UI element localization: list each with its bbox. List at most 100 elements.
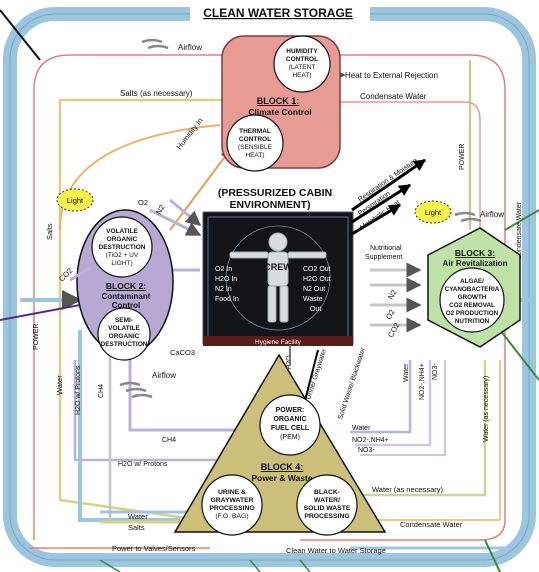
humidity-in-label: Humidity In xyxy=(174,116,204,151)
hygiene-facility-label: Hygiene Facility xyxy=(255,339,302,346)
svg-text:Light: Light xyxy=(67,196,84,205)
airflow-label-top: Airflow xyxy=(178,43,202,52)
svg-text:Contaminant: Contaminant xyxy=(102,292,151,301)
fuel-cell-circle xyxy=(259,394,321,456)
condensate-water-label: Condensate Water xyxy=(360,92,427,101)
crew-label: CREW xyxy=(264,262,292,272)
svg-text:FUEL CELL: FUEL CELL xyxy=(271,425,310,432)
svg-text:Control: Control xyxy=(112,301,140,310)
svg-text:Waste: Waste xyxy=(303,296,323,303)
svg-text:H2O Out: H2O Out xyxy=(303,276,331,283)
svg-text:DESTRUCTION: DESTRUCTION xyxy=(99,244,146,251)
svg-text:NO3-: NO3- xyxy=(358,447,375,454)
svg-text:GROWTH: GROWTH xyxy=(458,294,487,301)
red-loop xyxy=(33,54,506,541)
svg-text:Water: Water xyxy=(128,512,148,521)
block1-subtitle: Climate Control xyxy=(248,107,311,117)
svg-text:CO2 Out: CO2 Out xyxy=(303,266,331,273)
svg-text:VOLATILE: VOLATILE xyxy=(106,228,138,235)
svg-text:Nutritional: Nutritional xyxy=(370,245,402,252)
svg-text:HUMIDITY: HUMIDITY xyxy=(286,48,318,55)
svg-text:Out: Out xyxy=(310,306,321,313)
svg-text:O2 PRODUCTION: O2 PRODUCTION xyxy=(446,310,499,317)
svg-text:NUTRITION: NUTRITION xyxy=(455,318,490,325)
condensate-label-right: Condensate Water xyxy=(516,201,523,260)
svg-text:WATER/: WATER/ xyxy=(314,497,340,504)
block1-title: BLOCK 1: xyxy=(257,96,300,106)
diagonal-purple xyxy=(0,304,81,321)
svg-text:H2O w/ Protons: H2O w/ Protons xyxy=(118,461,168,468)
svg-text:Salts: Salts xyxy=(128,523,145,532)
svg-text:O2 In: O2 In xyxy=(215,266,232,273)
airflow-label-right: Airflow xyxy=(480,210,504,219)
svg-text:(SENSIBLE: (SENSIBLE xyxy=(238,144,273,151)
blackwater-circle xyxy=(296,474,358,536)
svg-text:DESTRUCTION: DESTRUCTION xyxy=(101,341,148,348)
airflow-label-left: Airflow xyxy=(152,371,176,380)
svg-text:SOLID WASTE: SOLID WASTE xyxy=(304,505,351,512)
svg-text:GRAYWATER: GRAYWATER xyxy=(210,497,253,504)
svg-text:HEAT): HEAT) xyxy=(245,152,264,159)
svg-text:N2: N2 xyxy=(386,288,399,301)
svg-text:H2O w/ Protons: H2O w/ Protons xyxy=(75,365,82,415)
water-as-necessary-label: Water (as necessary) xyxy=(372,485,443,494)
svg-text:O2: O2 xyxy=(138,198,148,207)
svg-text:SEMI-: SEMI- xyxy=(115,317,133,324)
light-icon-left: Light xyxy=(56,188,94,212)
svg-text:(PEM): (PEM) xyxy=(280,434,300,441)
svg-text:VOLATILE: VOLATILE xyxy=(108,325,140,332)
svg-text:CaCO3: CaCO3 xyxy=(170,348,195,357)
power-label-left: POWER xyxy=(33,324,40,350)
svg-text:O2: O2 xyxy=(384,308,397,321)
svg-text:Condensate Water: Condensate Water xyxy=(400,520,463,529)
block3-subtitle: Air Revitalization xyxy=(443,259,508,268)
title: CLEAN WATER STORAGE xyxy=(203,6,353,20)
power-valves-label: Power to Valves/Sensors xyxy=(112,544,195,553)
astronaut-figure xyxy=(229,232,327,323)
light-icon-right: Light xyxy=(414,200,452,224)
svg-text:ORGANIC: ORGANIC xyxy=(109,333,140,340)
block2-title: BLOCK 2: xyxy=(106,281,146,291)
svg-text:(TiO2 + UV: (TiO2 + UV xyxy=(106,252,139,259)
svg-text:CH4: CH4 xyxy=(98,384,105,398)
svg-text:CONTROL: CONTROL xyxy=(239,136,271,143)
thermal-control-circle xyxy=(226,114,284,172)
cabin-title-2: ENVIRONMENT) xyxy=(229,199,310,211)
svg-text:ORGANIC: ORGANIC xyxy=(273,416,306,423)
svg-text:NO2-,NH4+: NO2-,NH4+ xyxy=(352,437,389,444)
semi-volatile-circle xyxy=(97,307,151,361)
svg-text:H2O In: H2O In xyxy=(215,276,237,283)
urine-graywater-circle xyxy=(201,474,263,536)
svg-text:Water: Water xyxy=(352,425,371,432)
block4-title: BLOCK 4: xyxy=(261,462,304,472)
svg-text:ALGAE/: ALGAE/ xyxy=(460,278,484,285)
clean-water-to-storage-label: Clean Water to Water Storage xyxy=(286,546,386,555)
svg-text:Solid Waste/ Blackwater: Solid Waste/ Blackwater xyxy=(337,346,367,420)
svg-text:POWER:: POWER: xyxy=(276,407,305,414)
svg-text:N2: N2 xyxy=(154,203,167,216)
svg-text:Water: Water xyxy=(55,375,64,395)
crew-outflow-arrows xyxy=(351,158,426,236)
volatile-organic-circle xyxy=(91,216,153,278)
svg-text:Water: Water xyxy=(403,363,410,382)
svg-text:CYANOBACTERIA: CYANOBACTERIA xyxy=(445,286,500,293)
svg-text:CO2 REMOVAL: CO2 REMOVAL xyxy=(449,302,495,309)
heat-external-label: Heat to External Rejection xyxy=(345,71,438,80)
salts-as-necessary-label: Salts (as necessary) xyxy=(120,89,193,98)
svg-text:CONTROL: CONTROL xyxy=(286,56,318,63)
svg-text:ORGANIC: ORGANIC xyxy=(107,236,138,243)
svg-text:Water (as necessary): Water (as necessary) xyxy=(483,376,490,442)
svg-text:(F.O. BAG): (F.O. BAG) xyxy=(215,513,248,520)
svg-text:Food In: Food In xyxy=(215,296,239,303)
svg-text:CH4: CH4 xyxy=(162,437,176,444)
svg-text:NO3-: NO3- xyxy=(432,363,439,380)
svg-text:LIGHT): LIGHT) xyxy=(111,260,132,267)
svg-text:HEAT): HEAT) xyxy=(292,72,311,79)
svg-text:BLACK-: BLACK- xyxy=(314,489,340,496)
block3-title: BLOCK 3: xyxy=(455,248,495,258)
svg-text:PROCESSING: PROCESSING xyxy=(304,513,349,520)
svg-text:PROCESSING: PROCESSING xyxy=(209,505,254,512)
svg-text:URINE &: URINE & xyxy=(218,489,246,496)
svg-text:THERMAL: THERMAL xyxy=(239,128,271,135)
